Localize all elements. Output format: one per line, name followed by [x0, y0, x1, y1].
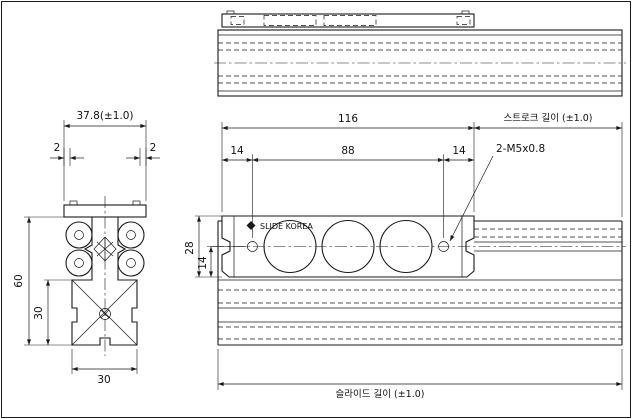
dim-slide-height: 28	[184, 215, 222, 278]
dim-wall-right: 2	[126, 142, 160, 166]
brand-mark: SLIDE KOREA	[246, 221, 313, 231]
tap-callout-label: 2-M5x0.8	[496, 143, 545, 155]
dim-end-left-label: 14	[230, 145, 244, 157]
brand-logo-icon	[246, 221, 256, 230]
plan-slide-plate	[221, 10, 475, 28]
dim-height-label: 60	[13, 274, 25, 287]
lightening-hole-2	[321, 219, 375, 274]
slide-body: SLIDE KOREA	[221, 215, 475, 278]
tap-hole-left	[247, 241, 258, 252]
dim-section-base-width: 30	[71, 349, 138, 386]
rail-profile	[71, 216, 138, 346]
dim-hole-offset-label: 14	[197, 256, 209, 270]
dim-mid-height-label: 30	[33, 306, 45, 319]
brand-text: SLIDE KOREA	[260, 222, 313, 231]
dim-slide-height-label: 28	[184, 241, 196, 254]
dim-length-label: 116	[338, 113, 358, 125]
tap-callout: 2-M5x0.8	[449, 143, 545, 242]
rail-side	[217, 220, 623, 346]
dim-end-right-label: 14	[452, 145, 466, 157]
stroke-length-label: 스트로크 길이 (±1.0)	[504, 112, 593, 124]
dim-wall-left: 2	[50, 142, 84, 166]
dim-wall-right-label: 2	[150, 142, 157, 154]
dim-section-mid-height: 30	[33, 279, 72, 345]
tap-hole-right	[438, 241, 449, 252]
plan-rail	[214, 29, 626, 97]
plan-view	[214, 10, 626, 97]
side-view: SLIDE KOREA 116 스트로크 길이 (±1.0) 14 88 14	[184, 112, 626, 400]
dim-hole-positions: 14 88 14	[222, 145, 474, 238]
dim-width-label: 37.8(±1.0)	[76, 110, 133, 122]
dim-wall-left-label: 2	[54, 142, 61, 154]
dim-base-width-label: 30	[97, 374, 110, 386]
dim-stroke-length: 스트로크 길이 (±1.0)	[474, 112, 623, 217]
section-view: 37.8(±1.0) 2 2 60 30	[13, 110, 160, 386]
lightening-hole-1	[263, 219, 317, 274]
lightening-hole-3	[379, 219, 433, 274]
dim-hole-offset: 14	[197, 246, 247, 277]
slide-length-label: 슬라이드 길이 (±1.0)	[336, 388, 425, 400]
dim-hole-span-label: 88	[341, 145, 354, 157]
dim-slide-length: 116	[221, 113, 475, 212]
dim-rail-length: 슬라이드 길이 (±1.0)	[217, 349, 623, 400]
